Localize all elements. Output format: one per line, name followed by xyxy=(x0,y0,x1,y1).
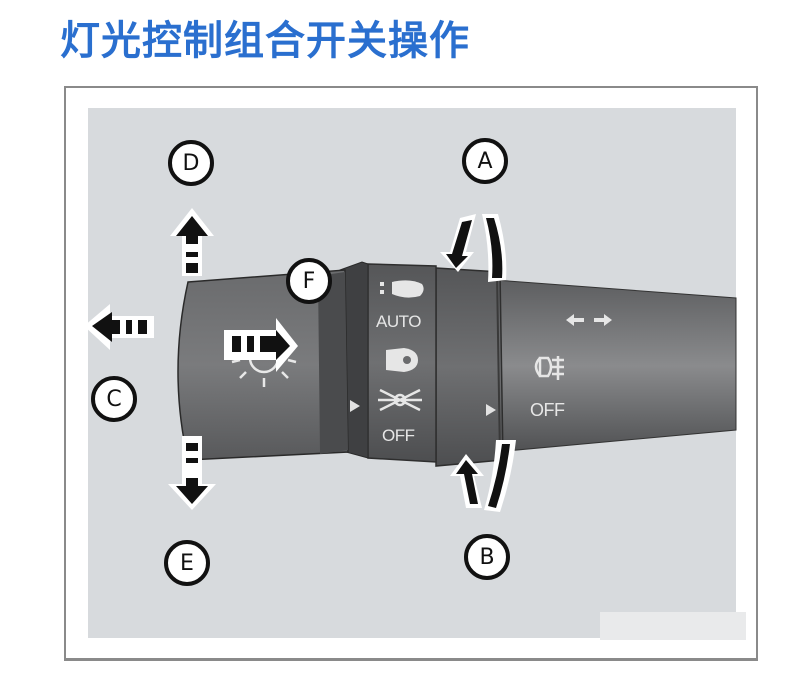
callout-d: D xyxy=(168,140,214,186)
headlight-off-label: OFF xyxy=(382,426,415,445)
arrow-d-push-up-icon xyxy=(170,208,214,276)
ring-indicator-icon xyxy=(486,404,496,416)
arrow-e-push-down-icon xyxy=(168,436,216,510)
callout-c: C xyxy=(91,376,137,422)
arrow-a-rotate-icon xyxy=(440,214,507,282)
watermark-area xyxy=(600,612,746,640)
arrow-c-pull-left-icon xyxy=(84,304,154,350)
low-beam-icon xyxy=(386,348,418,372)
arrow-b-rotate-icon xyxy=(450,440,516,512)
callout-e: E xyxy=(164,540,210,586)
auto-position-label: AUTO xyxy=(376,312,421,331)
headlight-icon xyxy=(380,280,424,298)
lever-tip xyxy=(177,269,349,461)
callout-f: F xyxy=(286,258,332,304)
parking-light-icon xyxy=(378,388,422,412)
fog-light-ring xyxy=(435,267,504,467)
fog-light-icon xyxy=(534,356,564,380)
tip-indicator-icon xyxy=(350,400,360,412)
turn-signal-icon xyxy=(566,314,612,326)
arrow-f-push-right-icon xyxy=(224,318,298,372)
callout-a: A xyxy=(462,138,508,184)
page-title: 灯光控制组合开关操作 xyxy=(60,18,470,64)
callout-b: B xyxy=(464,534,510,580)
fog-off-label: OFF xyxy=(530,400,565,420)
stalk-body xyxy=(494,279,737,453)
